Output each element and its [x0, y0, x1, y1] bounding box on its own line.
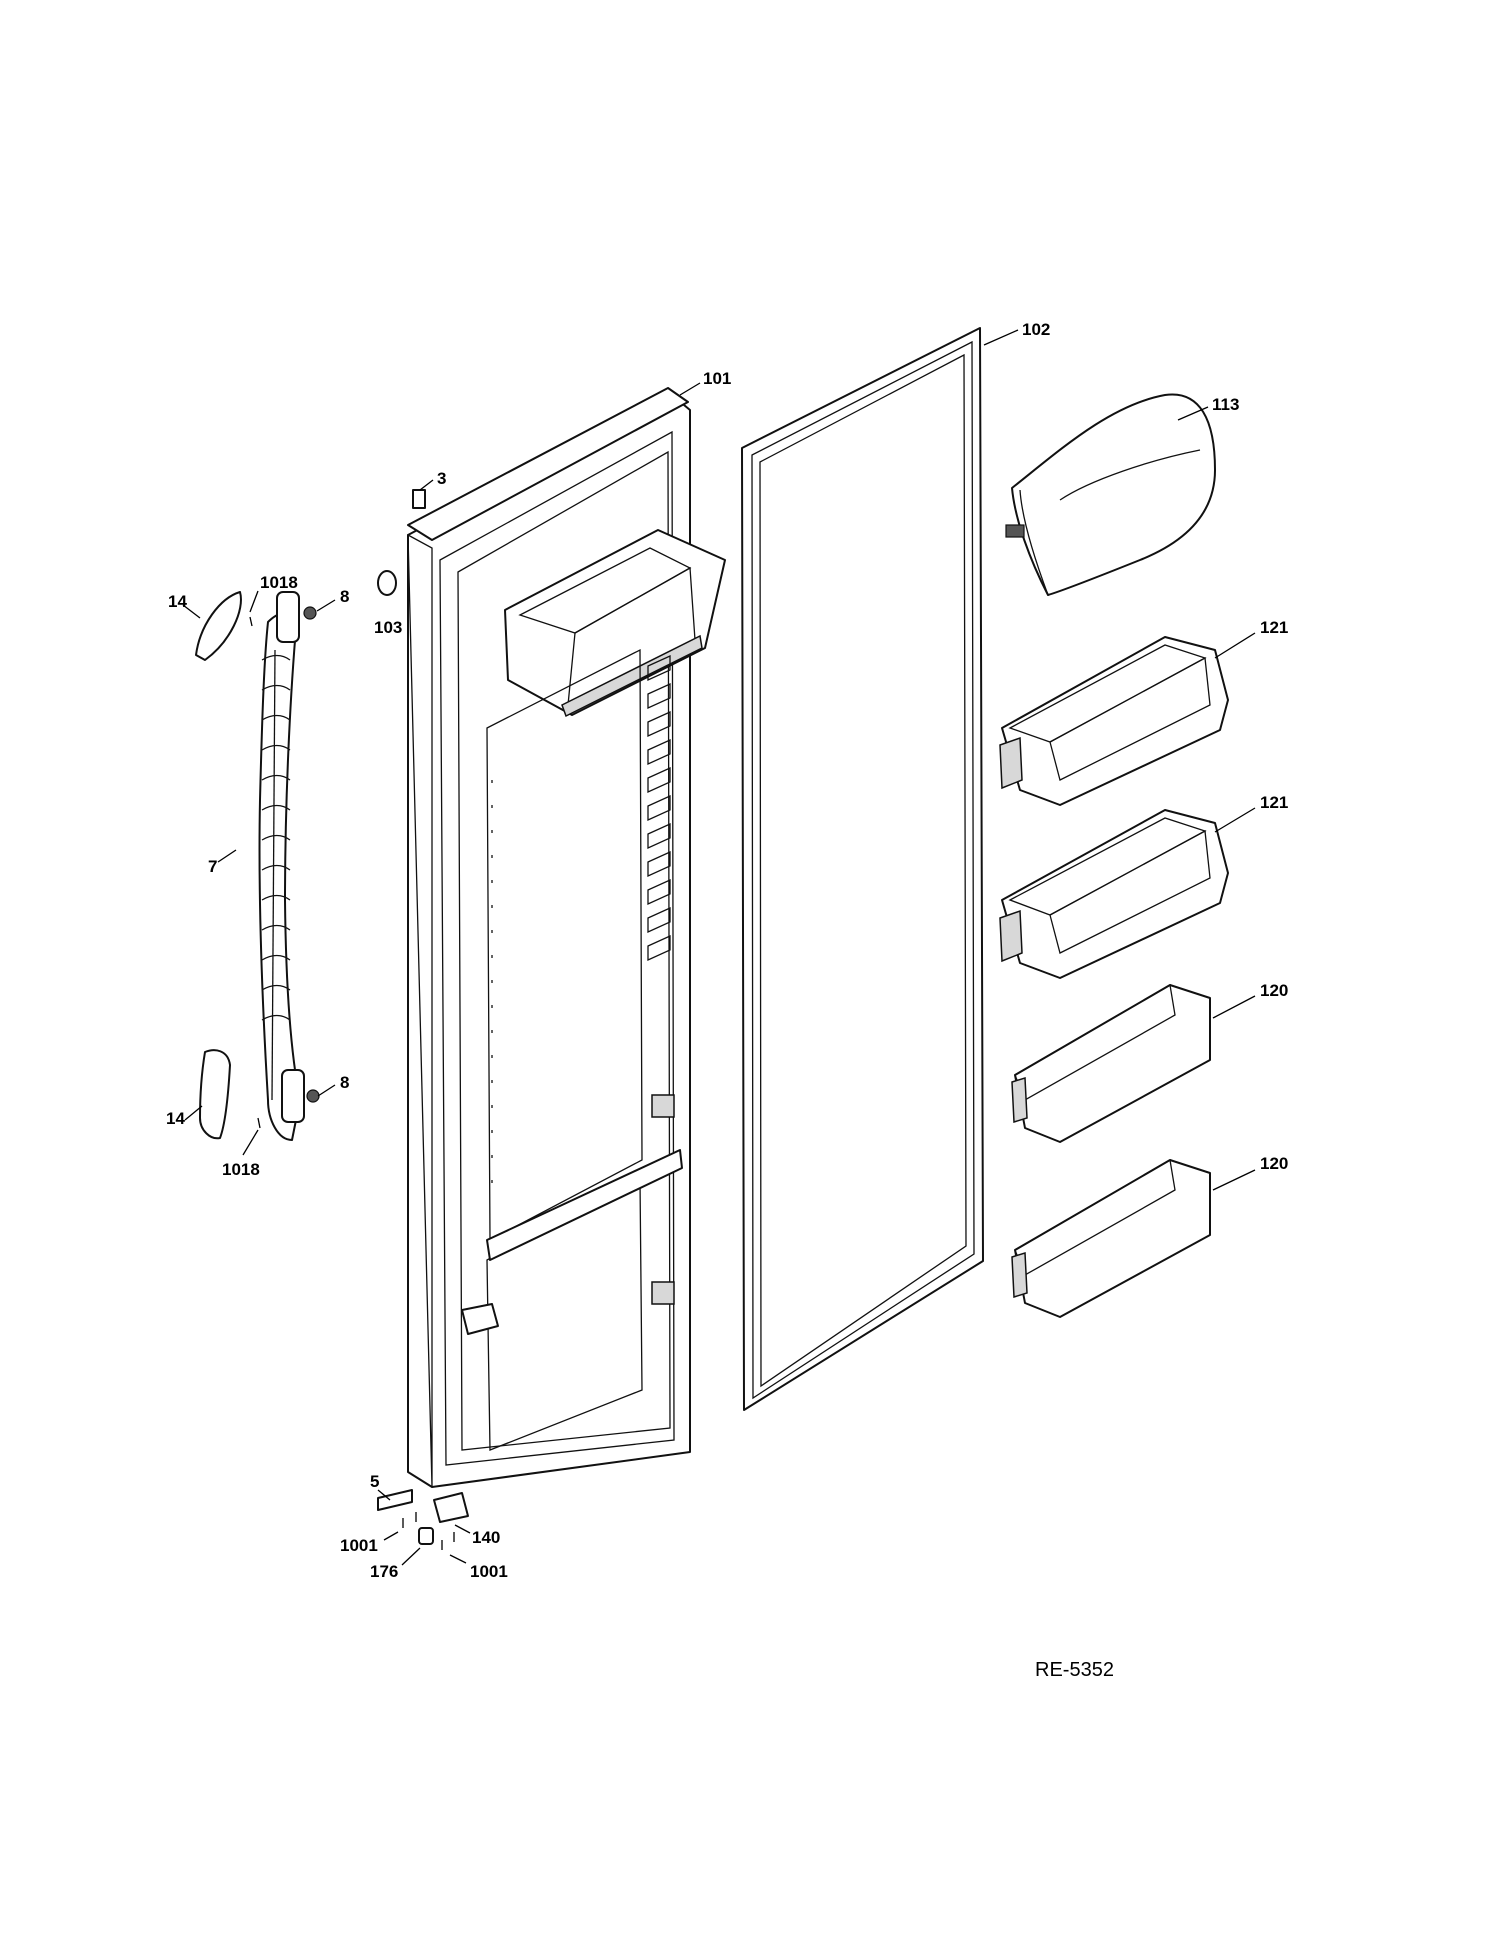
bushing-part [418, 1527, 434, 1545]
screw-lower [306, 1089, 320, 1103]
callout-113: 113 [1212, 395, 1239, 414]
door-handle-part [258, 591, 305, 1141]
callout-3: 3 [437, 469, 446, 488]
hinge-block-part [433, 1492, 469, 1523]
callout-1001-left: 1001 [340, 1536, 378, 1555]
door-gasket-part [741, 327, 984, 1411]
callout-121-lower: 121 [1260, 793, 1288, 812]
handle-end-cap-upper [195, 591, 242, 661]
callout-14-lower: 14 [166, 1109, 185, 1128]
callout-103: 103 [374, 618, 402, 637]
shelf-ridge-group [647, 654, 671, 962]
hinge-pin-part [412, 489, 426, 509]
callout-140: 140 [472, 1528, 500, 1547]
small-bin-lower-part [1011, 1158, 1211, 1318]
callout-1018-lower: 1018 [222, 1160, 260, 1179]
callout-1001-right: 1001 [470, 1562, 508, 1581]
callout-120-upper: 120 [1260, 981, 1288, 1000]
screw-upper [303, 606, 317, 620]
callout-120-lower: 120 [1260, 1154, 1288, 1173]
callout-101: 101 [703, 369, 731, 388]
set-screw-lower [257, 1117, 261, 1129]
callout-102: 102 [1022, 320, 1050, 339]
callout-176: 176 [370, 1562, 398, 1581]
drawing-reference-number: RE-5352 [1035, 1659, 1114, 1681]
callout-121-upper: 121 [1260, 618, 1288, 637]
callout-1018-upper: 1018 [260, 573, 298, 592]
small-bin-upper-part [1011, 983, 1211, 1143]
door-bin-lower-part [999, 809, 1229, 979]
door-bin-upper-part [999, 636, 1229, 806]
callout-7: 7 [208, 857, 217, 876]
callout-8-upper: 8 [340, 587, 349, 606]
callout-8-lower: 8 [340, 1073, 349, 1092]
callout-5: 5 [370, 1472, 379, 1491]
handle-grip-pattern [261, 654, 291, 1021]
hinge-bracket-part [377, 1489, 413, 1511]
leader-lines [182, 329, 1256, 1566]
plug-part [377, 570, 397, 596]
callout-labels: 102 101 113 3 1018 14 8 103 121 121 7 12… [166, 320, 1288, 1681]
ice-bucket-cover-part [1005, 393, 1216, 596]
handle-end-cap-lower [199, 1049, 231, 1140]
callout-14-upper: 14 [168, 592, 187, 611]
set-screw-upper [249, 616, 253, 627]
door-liner-part [407, 387, 726, 1488]
